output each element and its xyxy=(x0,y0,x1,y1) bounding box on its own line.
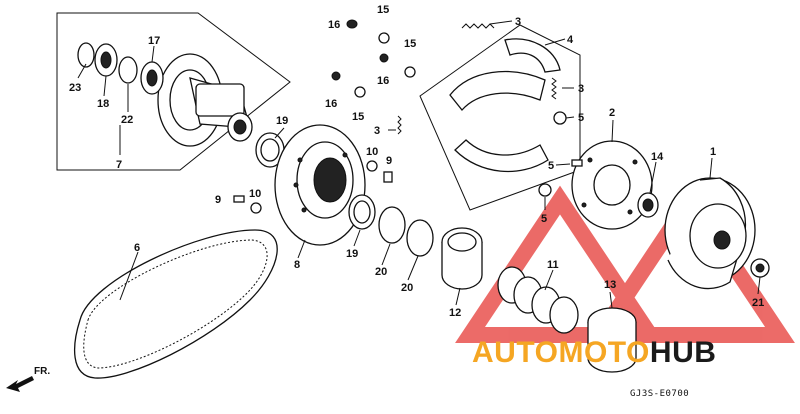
callout-7: 7 xyxy=(116,159,122,171)
callout-5c: 5 xyxy=(541,213,547,225)
part-21-nut xyxy=(750,258,770,278)
callout-10a: 10 xyxy=(249,188,261,200)
callout-11: 11 xyxy=(547,259,559,271)
callout-14: 14 xyxy=(651,151,664,163)
part-23-circlip xyxy=(77,42,95,68)
callout-15b: 15 xyxy=(404,38,416,50)
callout-20b: 20 xyxy=(401,282,413,294)
part-10-washer-right xyxy=(366,160,378,172)
part-19-seal-lower xyxy=(348,194,376,230)
part-8-driven-face xyxy=(274,124,366,246)
callout-22: 22 xyxy=(121,114,133,126)
callout-1: 1 xyxy=(710,146,716,158)
callout-19a: 19 xyxy=(276,115,288,127)
callout-16b: 16 xyxy=(377,75,389,87)
callout-9b: 9 xyxy=(386,155,392,167)
callout-15c: 15 xyxy=(352,111,364,123)
callout-17: 17 xyxy=(148,35,160,47)
diagram-code: GJ3S-E0700 xyxy=(630,389,689,399)
callouts: 1 2 3 3 3 4 5 5 5 6 7 8 9 9 10 10 11 12 … xyxy=(69,4,764,319)
part-7-drive-face xyxy=(157,53,253,147)
callout-20a: 20 xyxy=(375,266,387,278)
callout-19b: 19 xyxy=(346,248,358,260)
part-16-clip-b xyxy=(379,53,389,63)
part-6-drive-belt xyxy=(73,229,278,379)
callout-15a: 15 xyxy=(377,4,389,16)
watermark-text: AUTOMOTOHUB xyxy=(472,336,716,369)
part-15-washer-c xyxy=(354,86,366,98)
part-20-oring-a xyxy=(378,206,406,244)
callout-5b: 5 xyxy=(548,160,554,172)
part-4-brake-shoes xyxy=(449,38,561,173)
callout-23: 23 xyxy=(69,82,81,94)
part-5-bolt-c xyxy=(538,183,552,197)
callout-3c: 3 xyxy=(374,125,380,137)
part-19-seal-upper xyxy=(255,132,285,168)
callout-4: 4 xyxy=(567,34,574,46)
direction-label: FR. xyxy=(34,366,50,377)
leader-lines xyxy=(77,20,761,309)
callout-5a: 5 xyxy=(578,112,584,124)
part-9-pin-right xyxy=(383,171,393,183)
callout-9a: 9 xyxy=(215,194,221,206)
callout-8: 8 xyxy=(294,259,300,271)
part-11-spring xyxy=(497,266,579,334)
watermark-part1: AUTOMOTO xyxy=(472,336,650,369)
callout-12: 12 xyxy=(449,307,461,319)
part-5-bolt-b xyxy=(571,159,583,167)
part-20-oring-b xyxy=(406,219,434,257)
part-18-bearing xyxy=(94,43,118,77)
part-15-washer-a xyxy=(378,32,390,44)
group-outline-4 xyxy=(419,24,581,211)
callout-18: 18 xyxy=(97,98,109,110)
callout-16c: 16 xyxy=(325,98,337,110)
callout-10b: 10 xyxy=(366,146,378,158)
part-3-spring-mid xyxy=(397,115,402,135)
part-5-bolt-a xyxy=(553,111,567,125)
part-16-clip-c xyxy=(331,71,341,81)
part-22-ring xyxy=(118,56,138,84)
callout-21: 21 xyxy=(752,297,764,309)
part-12-collar xyxy=(441,227,483,290)
watermark-part2: HUB xyxy=(650,336,717,369)
part-16-clip-a xyxy=(346,19,358,29)
callout-2: 2 xyxy=(609,107,615,119)
part-9-pin-left xyxy=(233,195,245,203)
callout-3b: 3 xyxy=(578,83,584,95)
part-3-spring-right xyxy=(551,77,557,100)
callout-13: 13 xyxy=(604,279,616,291)
part-2-clutch-plate xyxy=(571,140,653,230)
part-13-cylinder xyxy=(587,307,637,373)
part-15-washer-b xyxy=(404,66,416,78)
callout-16a: 16 xyxy=(328,19,340,31)
part-14-nut xyxy=(637,192,659,218)
callout-6: 6 xyxy=(134,242,140,254)
front-direction-arrow-icon: FR. xyxy=(6,366,50,392)
part-17-bearing xyxy=(140,61,164,95)
part-3-spring-top xyxy=(461,23,495,29)
callout-3a: 3 xyxy=(515,16,521,28)
part-10-washer-left xyxy=(250,202,262,214)
